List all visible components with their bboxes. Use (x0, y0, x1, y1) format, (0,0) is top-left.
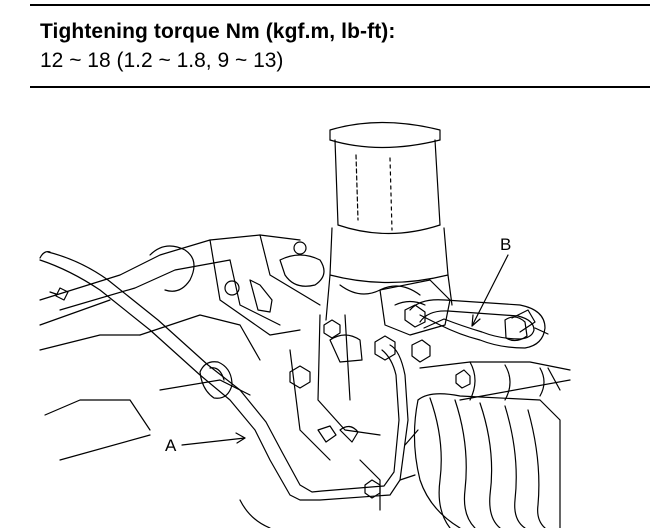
callout-label-b: B (500, 235, 511, 254)
steering-hose-diagram: A B (39, 121, 571, 528)
torque-spec-title: Tightening torque Nm (kgf.m, lb-ft): (40, 20, 396, 43)
return-hose (404, 299, 549, 349)
rubber-boot (399, 393, 561, 528)
pressure-hose (39, 251, 409, 501)
torque-spec-value: 12 ~ 18 (1.2 ~ 1.8, 9 ~ 13) (40, 49, 284, 72)
mounting-bolts (289, 319, 471, 499)
callout-label-a: A (165, 436, 177, 455)
strut-housing (325, 121, 453, 321)
torque-spec-box: Tightening torque Nm (kgf.m, lb-ft): 12 … (30, 4, 650, 88)
callout-leaders (181, 254, 509, 446)
subframe-outline (39, 234, 451, 528)
